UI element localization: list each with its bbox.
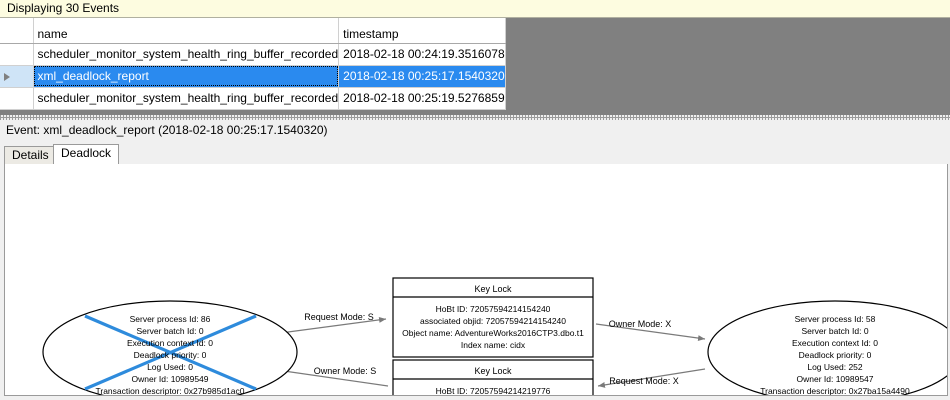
key-lock-top[interactable]: Key Lock HoBt ID: 72057594214154240 asso… — [392, 277, 594, 358]
edge-request-mode-s[interactable]: Request Mode: S — [272, 310, 387, 335]
deadlock-tab-page: Request Mode: S Owner Mode: S Owner Mode… — [4, 164, 948, 396]
process-left-line-0: Server process Id: 86 — [130, 314, 211, 324]
process-left-line-3: Deadlock priority: 0 — [134, 350, 207, 360]
events-grid[interactable]: name timestamp scheduler_monitor_system_… — [0, 18, 506, 110]
process-node-right[interactable]: Server process Id: 58 Server batch Id: 0… — [707, 300, 947, 395]
edge-request-mode-x[interactable]: Request Mode: X — [597, 368, 706, 388]
deadlock-graph-svg: Request Mode: S Owner Mode: S Owner Mode… — [42, 277, 947, 395]
process-left-line-1: Server batch Id: 0 — [136, 326, 203, 336]
table-row[interactable]: scheduler_monitor_system_health_ring_buf… — [0, 87, 506, 110]
displaying-events-label: Displaying 30 Events — [7, 1, 120, 15]
cell-timestamp[interactable]: 2018-02-18 00:24:19.3516078 — [338, 43, 506, 66]
process-right-line-1: Server batch Id: 0 — [801, 326, 868, 336]
process-right-line-6: Transaction descriptor: 0x27ba15a4490 — [760, 386, 910, 395]
key-lock-top-title: Key Lock — [474, 284, 512, 294]
row-selector-cell[interactable] — [0, 43, 34, 66]
grid-header-row: name timestamp — [0, 18, 506, 44]
tab-deadlock[interactable]: Deadlock — [53, 144, 120, 165]
table-row-selected[interactable]: xml_deadlock_report 2018-02-18 00:25:17.… — [0, 65, 506, 88]
edge-label-request-mode-x: Request Mode: X — [609, 376, 679, 386]
process-left-line-2: Execution context Id: 0 — [127, 338, 213, 348]
column-header-timestamp[interactable]: timestamp — [338, 18, 506, 44]
process-right-line-2: Execution context Id: 0 — [792, 338, 878, 348]
row-selector-cell[interactable] — [0, 65, 34, 88]
edge-label-request-mode-s: Request Mode: S — [304, 312, 374, 322]
process-right-line-3: Deadlock priority: 0 — [799, 350, 872, 360]
cell-name[interactable]: scheduler_monitor_system_health_ring_buf… — [33, 87, 340, 110]
column-header-name[interactable]: name — [33, 18, 340, 44]
row-selector-cell[interactable] — [0, 87, 34, 110]
deadlock-graph-canvas[interactable]: Request Mode: S Owner Mode: S Owner Mode… — [5, 164, 947, 395]
key-lock-bottom-title: Key Lock — [474, 366, 512, 376]
event-title-label: Event: xml_deadlock_report (2018-02-18 0… — [6, 123, 328, 137]
process-node-right-ellipse[interactable] — [707, 300, 947, 395]
edge-owner-mode-x[interactable]: Owner Mode: X — [595, 319, 706, 342]
key-lock-top-line-3: Index name: cidx — [461, 340, 526, 350]
process-node-left[interactable]: Server process Id: 86 Server batch Id: 0… — [42, 300, 298, 395]
tab-details[interactable]: Details — [4, 146, 57, 164]
key-lock-top-line-0: HoBt ID: 72057594214154240 — [436, 304, 551, 314]
victim-cross-icon — [84, 314, 257, 391]
cell-name[interactable]: scheduler_monitor_system_health_ring_buf… — [33, 43, 340, 66]
key-lock-bottom-box[interactable] — [392, 359, 594, 395]
process-left-line-6: Transaction descriptor: 0x27b985d1ac0 — [96, 386, 245, 395]
events-grid-panel[interactable]: name timestamp scheduler_monitor_system_… — [0, 18, 950, 115]
key-lock-top-line-2: Object name: AdventureWorks2016CTP3.dbo.… — [402, 328, 584, 338]
row-arrow-icon — [4, 72, 10, 81]
status-strip: Displaying 30 Events — [0, 0, 950, 18]
process-right-line-4: Log Used: 252 — [807, 362, 863, 372]
pane-splitter[interactable] — [0, 115, 950, 120]
key-lock-bottom[interactable]: Key Lock HoBt ID: 72057594214219776 asso… — [392, 359, 594, 395]
process-left-line-5: Owner Id: 10989549 — [131, 374, 208, 384]
cell-timestamp[interactable]: 2018-02-18 00:25:19.5276859 — [338, 87, 506, 110]
event-detail-pane: Event: xml_deadlock_report (2018-02-18 0… — [0, 120, 950, 400]
process-left-line-4: Log Used: 0 — [147, 362, 193, 372]
cell-name[interactable]: xml_deadlock_report — [33, 65, 340, 88]
edge-owner-mode-s[interactable]: Owner Mode: S — [276, 366, 389, 387]
key-lock-bottom-line-0: HoBt ID: 72057594214219776 — [436, 386, 551, 395]
edge-label-owner-mode-x: Owner Mode: X — [609, 319, 672, 329]
column-header-selector — [0, 18, 34, 44]
cell-timestamp[interactable]: 2018-02-18 00:25:17.1540320 — [338, 65, 506, 88]
process-right-line-0: Server process Id: 58 — [795, 314, 876, 324]
key-lock-top-box[interactable] — [392, 277, 594, 358]
process-right-line-5: Owner Id: 10989547 — [796, 374, 873, 384]
edge-label-owner-mode-s: Owner Mode: S — [314, 366, 377, 376]
table-row[interactable]: scheduler_monitor_system_health_ring_buf… — [0, 43, 506, 66]
key-lock-top-line-1: associated objid: 72057594214154240 — [420, 316, 566, 326]
